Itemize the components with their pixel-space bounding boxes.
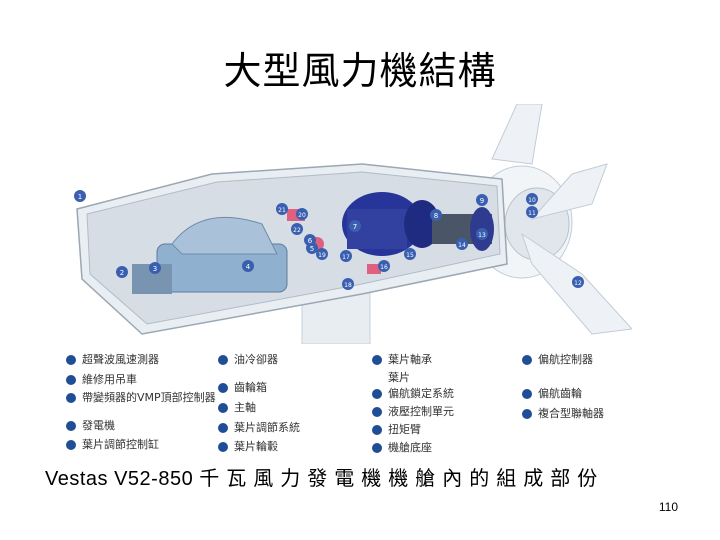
legend-marker [66,375,76,385]
legend-item: 機艙底座 [372,442,432,454]
marker-4: 4 [242,260,254,272]
svg-text:9: 9 [480,197,484,205]
legend-item: 超聲波風速測器 [66,354,159,366]
legend-item: 葉片輪轂 [218,441,278,453]
svg-text:2: 2 [120,269,124,277]
legend-item: 維修用吊車 [66,374,137,386]
legend-item: 液壓控制單元 [372,406,454,418]
nacelle-housing [76,163,508,335]
marker-7: 7 [349,220,361,232]
svg-text:20: 20 [298,212,306,219]
legend-marker [66,421,76,431]
svg-text:10: 10 [528,197,536,204]
legend-marker [522,389,532,399]
legend-marker [372,425,382,435]
svg-text:21: 21 [278,207,286,214]
legend-marker [66,440,76,450]
legend-item: 油冷卻器 [218,354,278,366]
svg-text:5: 5 [310,245,314,253]
marker-18: 18 [342,278,354,290]
svg-text:11: 11 [528,210,536,217]
legend-marker [66,393,76,403]
marker-17: 17 [340,250,352,262]
legend-marker [218,383,228,393]
svg-text:3: 3 [153,265,157,273]
figure-caption: Vestas V52-850 千瓦風力發電機機艙內的組成部份 [45,462,604,491]
svg-text:13: 13 [478,232,486,239]
svg-text:22: 22 [293,227,301,234]
legend-item: 葉片調節系統 [218,422,300,434]
marker-14: 14 [456,238,468,250]
svg-text:1: 1 [78,193,82,201]
marker-20: 20 [296,208,308,220]
svg-text:15: 15 [406,252,414,259]
marker-11: 11 [526,206,538,218]
svg-text:17: 17 [342,254,350,261]
diagram-markers: 1 2 3 4 5 6 7 8 9 10 11 12 13 14 15 16 1… [74,190,584,290]
legend-item: 偏航齒輪 [522,388,582,400]
marker-10: 10 [526,193,538,205]
marker-3: 3 [149,262,161,274]
legend-item: 葉片 [388,371,410,384]
component-legend: 超聲波風速測器 維修用吊車 帶變頻器的VMP頂部控制器 發電機 葉片調節控制缸 … [66,350,666,462]
legend-item: 發電機 [66,420,115,432]
legend-marker [522,355,532,365]
svg-text:16: 16 [380,264,388,271]
legend-marker [218,442,228,452]
svg-text:18: 18 [344,282,352,289]
legend-marker [372,443,382,453]
marker-16: 16 [378,260,390,272]
marker-13: 13 [476,228,488,240]
marker-12: 12 [572,276,584,288]
legend-marker [218,423,228,433]
svg-text:12: 12 [574,280,582,287]
legend-item: 偏航鎖定系統 [372,388,454,400]
marker-9: 9 [476,194,488,206]
svg-text:6: 6 [308,237,313,245]
legend-marker [522,409,532,419]
legend-marker [218,403,228,413]
marker-21: 21 [276,203,288,215]
legend-item: 主軸 [218,402,256,414]
marker-19: 19 [316,248,328,260]
svg-text:19: 19 [318,252,326,259]
caption-model: Vestas V52-850 [45,468,194,490]
page-number: 110 [658,500,678,514]
svg-text:8: 8 [434,212,438,220]
marker-8: 8 [430,209,442,221]
page-title: 大型風力機結構 [223,49,497,93]
svg-text:14: 14 [458,242,466,249]
caption-description: 千瓦風力發電機機艙內的組成部份 [199,466,605,490]
marker-22: 22 [291,223,303,235]
legend-item: 偏航控制器 [522,354,593,366]
svg-text:7: 7 [353,223,357,231]
legend-item: 扭矩臂 [372,424,421,436]
legend-item: 複合型聯軸器 [522,408,604,420]
legend-marker [372,389,382,399]
legend-marker [372,407,382,417]
marker-15: 15 [404,248,416,260]
legend-item: 葉片軸承 [372,354,432,366]
marker-6: 6 [304,234,316,246]
legend-item: 帶變頻器的VMP頂部控制器 [66,392,216,404]
svg-text:4: 4 [246,263,251,271]
legend-item: 葉片調節控制缸 [66,439,159,451]
legend-marker [218,355,228,365]
legend-marker [372,355,382,365]
marker-1: 1 [74,190,86,202]
legend-marker [66,355,76,365]
wind-turbine-nacelle-diagram: 1 2 3 4 5 6 7 8 9 10 11 12 13 14 15 16 1… [74,104,632,344]
marker-2: 2 [116,266,128,278]
legend-item: 齒輪箱 [218,382,267,394]
